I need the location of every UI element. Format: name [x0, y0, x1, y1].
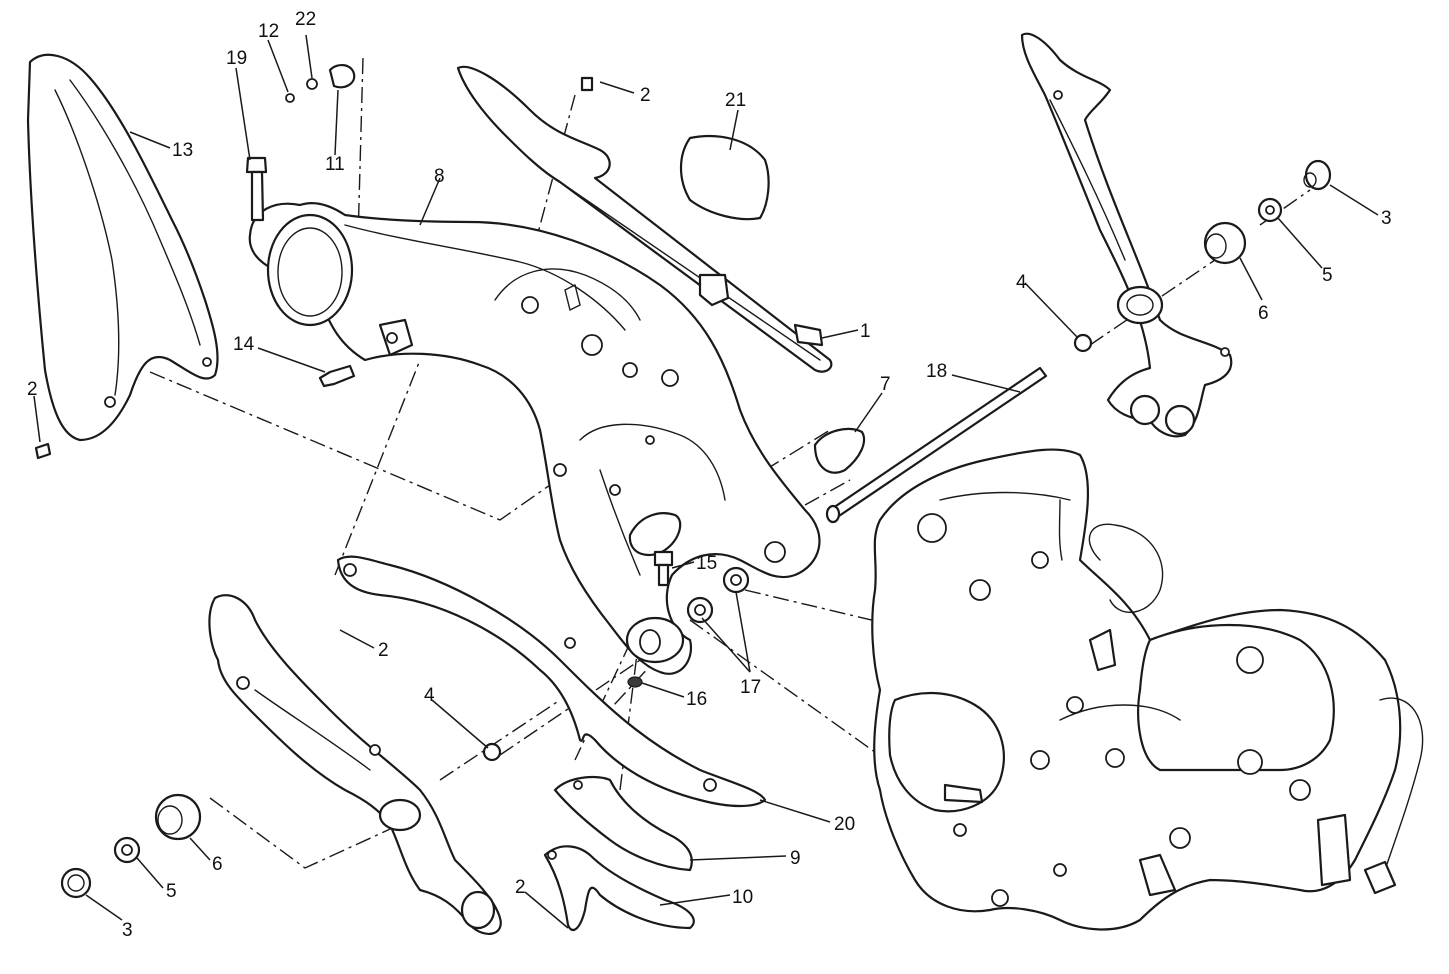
callout-21: 21 [725, 90, 746, 111]
callout-4-right: 4 [1016, 272, 1027, 293]
left-bushing-stack [60, 793, 202, 899]
callout-10: 10 [732, 887, 753, 908]
callout-6-left: 6 [212, 854, 223, 875]
callout-22: 22 [295, 9, 316, 30]
callout-15: 15 [696, 553, 717, 574]
pivot-shaft [825, 366, 1048, 524]
callout-2-left: 2 [27, 379, 38, 400]
leader-lines [33, 34, 1379, 929]
callout-18: 18 [926, 361, 947, 382]
chain-guard-upper [456, 65, 833, 373]
callout-labels: 13 19 12 22 11 8 2 21 1 14 2 3 5 6 4 7 1… [27, 9, 1392, 941]
right-footpeg-bracket [1020, 32, 1233, 438]
callout-2-mid: 2 [378, 640, 389, 661]
callout-5-left: 5 [166, 881, 177, 902]
lower-guards [543, 775, 695, 932]
callout-6-right: 6 [1258, 303, 1269, 324]
callout-7: 7 [880, 374, 891, 395]
callout-19: 19 [226, 48, 247, 69]
callout-8: 8 [434, 166, 445, 187]
callout-13: 13 [172, 140, 193, 161]
swingarm [248, 201, 821, 675]
callout-17: 17 [740, 677, 761, 698]
callout-12: 12 [258, 21, 279, 42]
callout-16: 16 [686, 689, 707, 710]
callout-9: 9 [790, 848, 801, 869]
callout-14: 14 [233, 334, 255, 355]
callout-2-bottom: 2 [515, 877, 526, 898]
pivot-hardware [482, 550, 750, 762]
engine-block [871, 448, 1424, 931]
callout-4-left: 4 [424, 685, 435, 706]
chain-guard-lower [336, 555, 767, 808]
callout-11: 11 [325, 154, 345, 175]
callout-2-top: 2 [640, 85, 651, 106]
callout-5-right: 5 [1322, 265, 1333, 286]
gasket [813, 427, 866, 474]
left-footpeg-bracket [208, 594, 502, 935]
sticker-plate [680, 134, 770, 221]
hardware-upper-left [34, 64, 594, 460]
right-bushing-stack [1073, 159, 1332, 353]
callout-3-right: 3 [1381, 208, 1392, 229]
callout-1: 1 [860, 321, 871, 342]
rear-mudguard [26, 53, 219, 442]
callout-20: 20 [834, 814, 855, 835]
callout-3-left: 3 [122, 920, 133, 941]
